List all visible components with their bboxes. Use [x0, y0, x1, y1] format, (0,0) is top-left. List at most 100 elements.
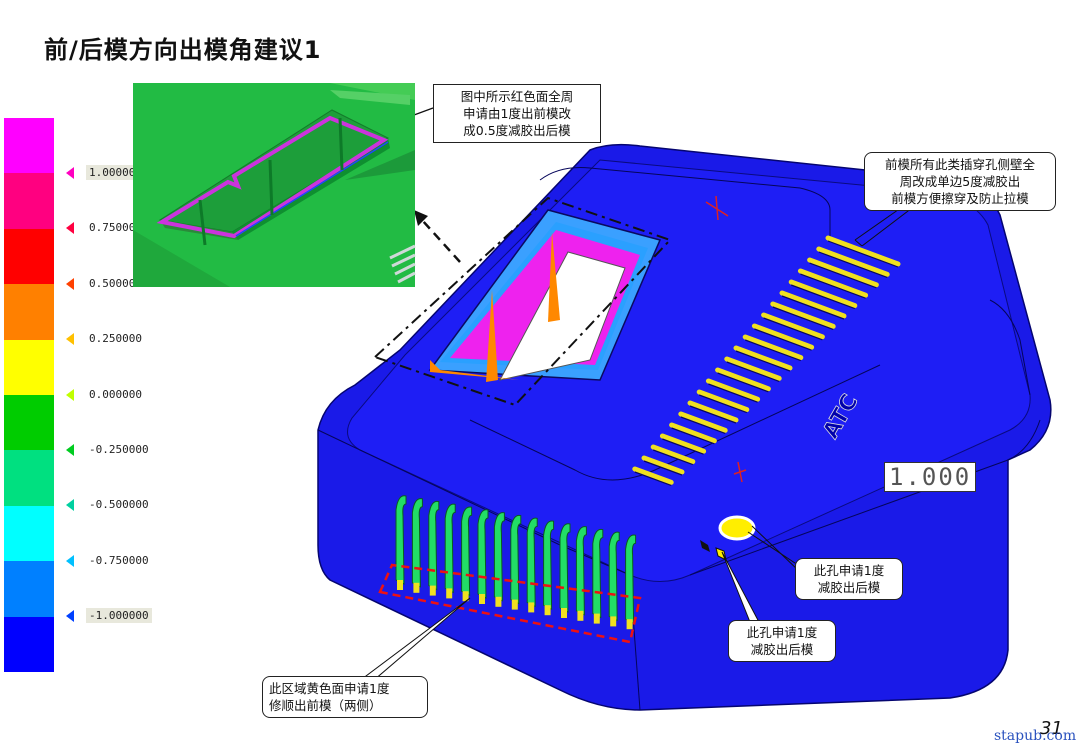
vent-slot-shadow	[643, 460, 683, 476]
scale-label: 1.00000	[86, 165, 139, 180]
scale-tick-marker	[66, 277, 74, 290]
vent-slot	[678, 411, 728, 433]
rib-yellow-face	[511, 599, 518, 610]
vent-slot	[807, 257, 879, 288]
vent-slot-shadow	[698, 394, 748, 414]
side-rib	[543, 520, 555, 611]
vent-slot-shadow	[790, 284, 856, 310]
vent-slot	[825, 235, 901, 267]
callout-line: 减胶出后模	[750, 642, 814, 657]
scale-tick-marker	[66, 554, 74, 567]
vent-slot	[733, 345, 793, 371]
callout-top-opening: 图中所示红色面全周 申请由1度出前模改 成0.5度减胶出后模	[433, 84, 601, 143]
vent-slot	[641, 455, 685, 475]
callout-hole-1: 此孔申请1度 减胶出后模	[795, 558, 903, 600]
vent-slot-shadow	[818, 251, 888, 278]
vent-slot	[816, 246, 890, 277]
side-rib	[411, 498, 423, 588]
rib-yellow-face	[413, 582, 420, 593]
vent-slot	[770, 301, 836, 329]
side-rib	[575, 526, 587, 616]
side-rib	[625, 534, 637, 625]
rib-yellow-face	[446, 588, 453, 599]
vent-slot-shadow	[763, 317, 823, 341]
scale-segment	[4, 228, 54, 285]
rib-yellow-face	[397, 580, 403, 590]
vent-slot-shadow	[689, 405, 737, 424]
rib-yellow-face	[561, 608, 567, 618]
callout-line: 此孔申请1度	[813, 563, 885, 578]
value-readout: 1.000	[884, 462, 977, 492]
vent-slot	[705, 378, 761, 402]
callout-line: 成0.5度减胶出后模	[463, 123, 571, 138]
side-rib	[428, 500, 440, 591]
scale-label: 0.000000	[89, 387, 142, 401]
vent-slot-shadow	[809, 262, 877, 289]
callout-line: 前模方便擦穿及防止拉模	[891, 191, 1029, 206]
scale-label: -0.500000	[89, 498, 149, 512]
scale-tick-marker	[66, 388, 74, 401]
callout-line: 修顺出前模（两侧）	[269, 698, 382, 713]
scale-label: 0.250000	[89, 332, 142, 346]
vent-slot-shadow	[726, 361, 780, 382]
side-rib	[559, 523, 571, 613]
callout-line: 此孔申请1度	[746, 625, 818, 640]
vent-slot	[715, 367, 771, 392]
callout-vent-holes: 前模所有此类插穿孔侧壁全 周改成单边5度减胶出 前模方便擦穿及防止拉模	[864, 152, 1056, 211]
callout-yellow-area: 此区域黄色面申请1度 修顺出前模（两侧）	[262, 676, 428, 718]
vent-slot-shadow	[735, 350, 791, 372]
rib-yellow-face	[495, 596, 502, 607]
scale-label: -0.250000	[89, 443, 149, 456]
vent-slot	[659, 433, 707, 454]
rib-yellow-face	[462, 591, 469, 602]
scale-tick-marker	[66, 610, 74, 623]
callout-line: 此区域黄色面申请1度	[269, 681, 390, 696]
scale-label: -0.750000	[89, 553, 149, 567]
vent-slot	[724, 356, 782, 381]
vent-slot	[742, 334, 804, 361]
vent-slot	[650, 444, 696, 465]
vent-slot-shadow	[717, 372, 769, 393]
rib-yellow-face	[429, 585, 436, 596]
callout-line: 申请由1度出前模改	[463, 106, 571, 121]
vent-slot-shadow	[662, 438, 704, 455]
callout-hole-2: 此孔申请1度 减胶出后模	[728, 620, 836, 662]
side-rib	[444, 503, 456, 594]
scale-tick-marker	[66, 444, 74, 456]
rib-yellow-face	[479, 594, 485, 604]
vent-slot	[632, 466, 674, 485]
page-title: 前/后模方向出模角建议1	[44, 36, 322, 64]
scale-segment	[4, 561, 54, 617]
vent-slot-shadow	[827, 240, 899, 268]
vent-slot	[761, 312, 825, 340]
vent-slot-shadow	[744, 339, 802, 362]
vent-slot-shadow	[772, 306, 834, 330]
scale-tick-marker	[66, 333, 74, 346]
vent-slot	[669, 422, 717, 444]
watermark: stapub.com	[994, 728, 1077, 744]
callout-line: 周改成单边5度减胶出	[899, 174, 1021, 189]
scale-tick-marker	[66, 167, 74, 179]
scale-label: 0.750000	[89, 221, 142, 235]
vent-slot	[696, 389, 750, 413]
draft-angle-color-scale	[4, 118, 54, 672]
scale-segment	[4, 339, 54, 395]
side-rib	[395, 495, 407, 585]
vent-slot-shadow	[671, 427, 715, 445]
rib-yellow-face	[544, 605, 551, 616]
scale-tick-marker	[66, 499, 74, 512]
scale-label: 0.500000	[89, 276, 142, 290]
scale-segment	[4, 450, 54, 506]
side-rib	[461, 506, 473, 597]
scale-segment	[4, 284, 54, 340]
side-rib	[608, 531, 620, 622]
vent-slot-shadow	[754, 328, 812, 351]
vent-slots	[632, 235, 901, 486]
vent-slot-shadow	[800, 273, 866, 299]
callout-line: 图中所示红色面全周	[460, 89, 574, 104]
inset-detail-view	[133, 83, 416, 287]
scale-segment	[4, 118, 54, 174]
vent-slot-shadow	[680, 416, 726, 434]
scale-segment	[4, 616, 54, 672]
rib-yellow-face	[528, 602, 535, 613]
